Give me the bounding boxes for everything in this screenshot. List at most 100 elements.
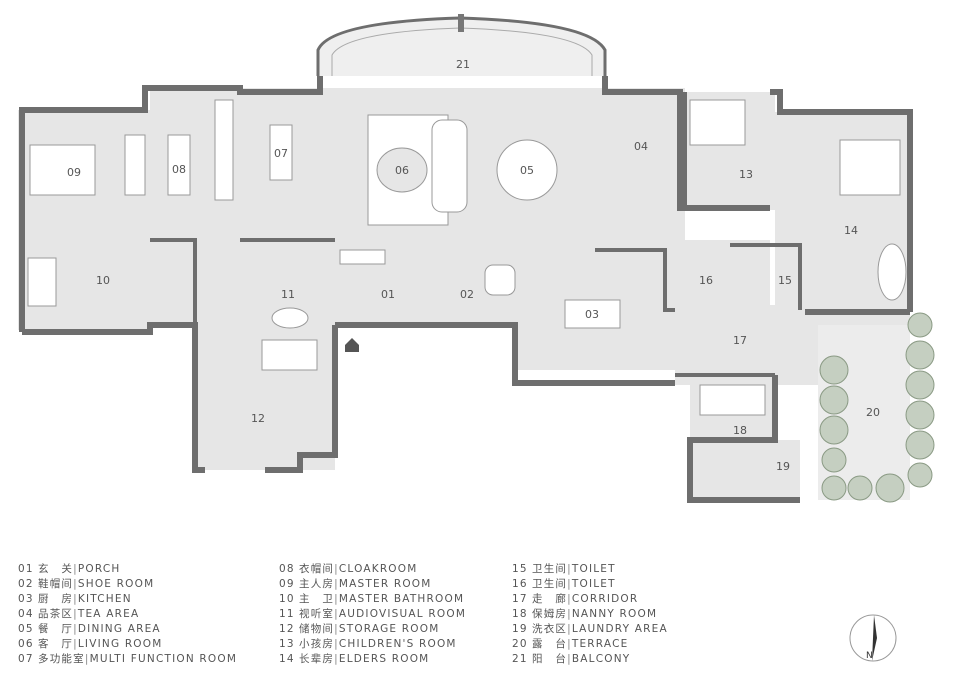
legend-separator: | bbox=[567, 623, 572, 635]
legend-chinese-name: 厨 房 bbox=[38, 593, 74, 605]
legend-english-name: CLOAKROOM bbox=[338, 563, 418, 575]
label-14: 14 bbox=[844, 224, 858, 237]
legend-number: 03 bbox=[18, 593, 34, 605]
label-17: 17 bbox=[733, 334, 747, 347]
legend-chinese-name: 品茶区 bbox=[38, 608, 74, 620]
legend-separator: | bbox=[567, 608, 572, 620]
legend-english-name: DINING AREA bbox=[77, 623, 161, 635]
legend-english-name: TERRACE bbox=[571, 638, 629, 650]
compass-label: N bbox=[866, 651, 873, 661]
legend-chinese-name: 视听室 bbox=[299, 608, 335, 620]
legend-english-name: STORAGE ROOM bbox=[338, 623, 440, 635]
label-09: 09 bbox=[67, 166, 81, 179]
legend-number: 12 bbox=[279, 623, 295, 635]
legend-number: 11 bbox=[279, 608, 295, 620]
label-07: 07 bbox=[274, 147, 288, 160]
label-16: 16 bbox=[699, 274, 713, 287]
legend-number: 01 bbox=[18, 563, 34, 575]
legend-chinese-name: 玄 关 bbox=[38, 563, 74, 575]
legend-chinese-name: 卫生间 bbox=[532, 563, 568, 575]
label-10: 10 bbox=[96, 274, 110, 287]
legend-english-name: ELDERS ROOM bbox=[338, 653, 430, 665]
balcony bbox=[316, 14, 607, 76]
label-11: 11 bbox=[281, 288, 295, 301]
legend-chinese-name: 露 台 bbox=[532, 638, 568, 650]
legend-separator: | bbox=[334, 608, 339, 620]
label-19: 19 bbox=[776, 460, 790, 473]
legend-english-name: MULTI FUNCTION ROOM bbox=[89, 653, 238, 665]
label-03: 03 bbox=[585, 308, 599, 321]
entrance-icon bbox=[345, 338, 359, 352]
label-04: 04 bbox=[634, 140, 648, 153]
floor-plan: 01 02 03 04 05 06 07 08 09 10 11 12 13 1… bbox=[18, 14, 935, 503]
legend-row: 04 品茶区|TEA AREA bbox=[18, 607, 237, 622]
label-18: 18 bbox=[733, 424, 747, 437]
legend-english-name: MASTER ROOM bbox=[338, 578, 432, 590]
legend-chinese-name: 卫生间 bbox=[532, 578, 568, 590]
legend-number: 04 bbox=[18, 608, 34, 620]
legend-number: 08 bbox=[279, 563, 295, 575]
legend-separator: | bbox=[84, 653, 90, 665]
legend-english-name: NANNY ROOM bbox=[571, 608, 658, 620]
legend-number: 15 bbox=[512, 563, 528, 575]
legend-separator: | bbox=[567, 593, 572, 605]
label-21: 21 bbox=[456, 58, 470, 71]
label-02: 02 bbox=[460, 288, 474, 301]
label-15: 15 bbox=[778, 274, 792, 287]
legend-separator: | bbox=[334, 563, 339, 575]
legend-english-name: BALCONY bbox=[571, 653, 631, 665]
legend-separator: | bbox=[334, 653, 339, 665]
legend-english-name: CHILDREN'S ROOM bbox=[338, 638, 457, 650]
label-20: 20 bbox=[866, 406, 880, 419]
legend-english-name: TOILET bbox=[571, 578, 616, 590]
legend-number: 02 bbox=[18, 578, 34, 590]
legend-row: 18 保姆房|NANNY ROOM bbox=[512, 607, 668, 622]
legend-separator: | bbox=[334, 623, 339, 635]
legend-chinese-name: 主人房 bbox=[299, 578, 335, 590]
label-01: 01 bbox=[381, 288, 395, 301]
legend-chinese-name: 鞋帽间 bbox=[38, 578, 74, 590]
legend-separator: | bbox=[567, 638, 572, 650]
legend-row: 20 露 台|TERRACE bbox=[512, 637, 668, 652]
north-arrow-icon: N bbox=[849, 614, 897, 662]
legend-chinese-name: 主 卫 bbox=[299, 593, 335, 605]
legend-separator: | bbox=[334, 638, 339, 650]
legend-row: 16 卫生间|TOILET bbox=[512, 577, 668, 592]
legend-chinese-name: 走 廊 bbox=[532, 593, 568, 605]
legend-separator: | bbox=[334, 578, 339, 590]
legend-separator: | bbox=[567, 563, 572, 575]
legend-number: 16 bbox=[512, 578, 528, 590]
legend-english-name: AUDIOVISUAL ROOM bbox=[338, 608, 467, 620]
label-05: 05 bbox=[520, 164, 534, 177]
legend-number: 20 bbox=[512, 638, 528, 650]
legend-separator: | bbox=[334, 593, 339, 605]
legend-chinese-name: 保姆房 bbox=[532, 608, 568, 620]
legend-chinese-name: 餐 厅 bbox=[38, 623, 74, 635]
legend-separator: | bbox=[73, 578, 78, 590]
legend-number: 13 bbox=[279, 638, 295, 650]
legend-separator: | bbox=[567, 653, 572, 665]
legend-row: 11 视听室|AUDIOVISUAL ROOM bbox=[279, 607, 466, 622]
legend-number: 07 bbox=[18, 653, 34, 665]
legend-separator: | bbox=[73, 608, 78, 620]
furniture bbox=[27, 99, 907, 416]
legend-number: 18 bbox=[512, 608, 528, 620]
legend-chinese-name: 客 厅 bbox=[38, 638, 74, 650]
legend-number: 14 bbox=[279, 653, 295, 665]
legend-separator: | bbox=[567, 578, 572, 590]
terrace-trees bbox=[819, 312, 935, 503]
legend-english-name: TEA AREA bbox=[77, 608, 140, 620]
legend-english-name: LAUNDRY AREA bbox=[571, 623, 668, 635]
legend-number: 10 bbox=[279, 593, 295, 605]
legend-number: 06 bbox=[18, 638, 34, 650]
legend-separator: | bbox=[73, 563, 78, 575]
